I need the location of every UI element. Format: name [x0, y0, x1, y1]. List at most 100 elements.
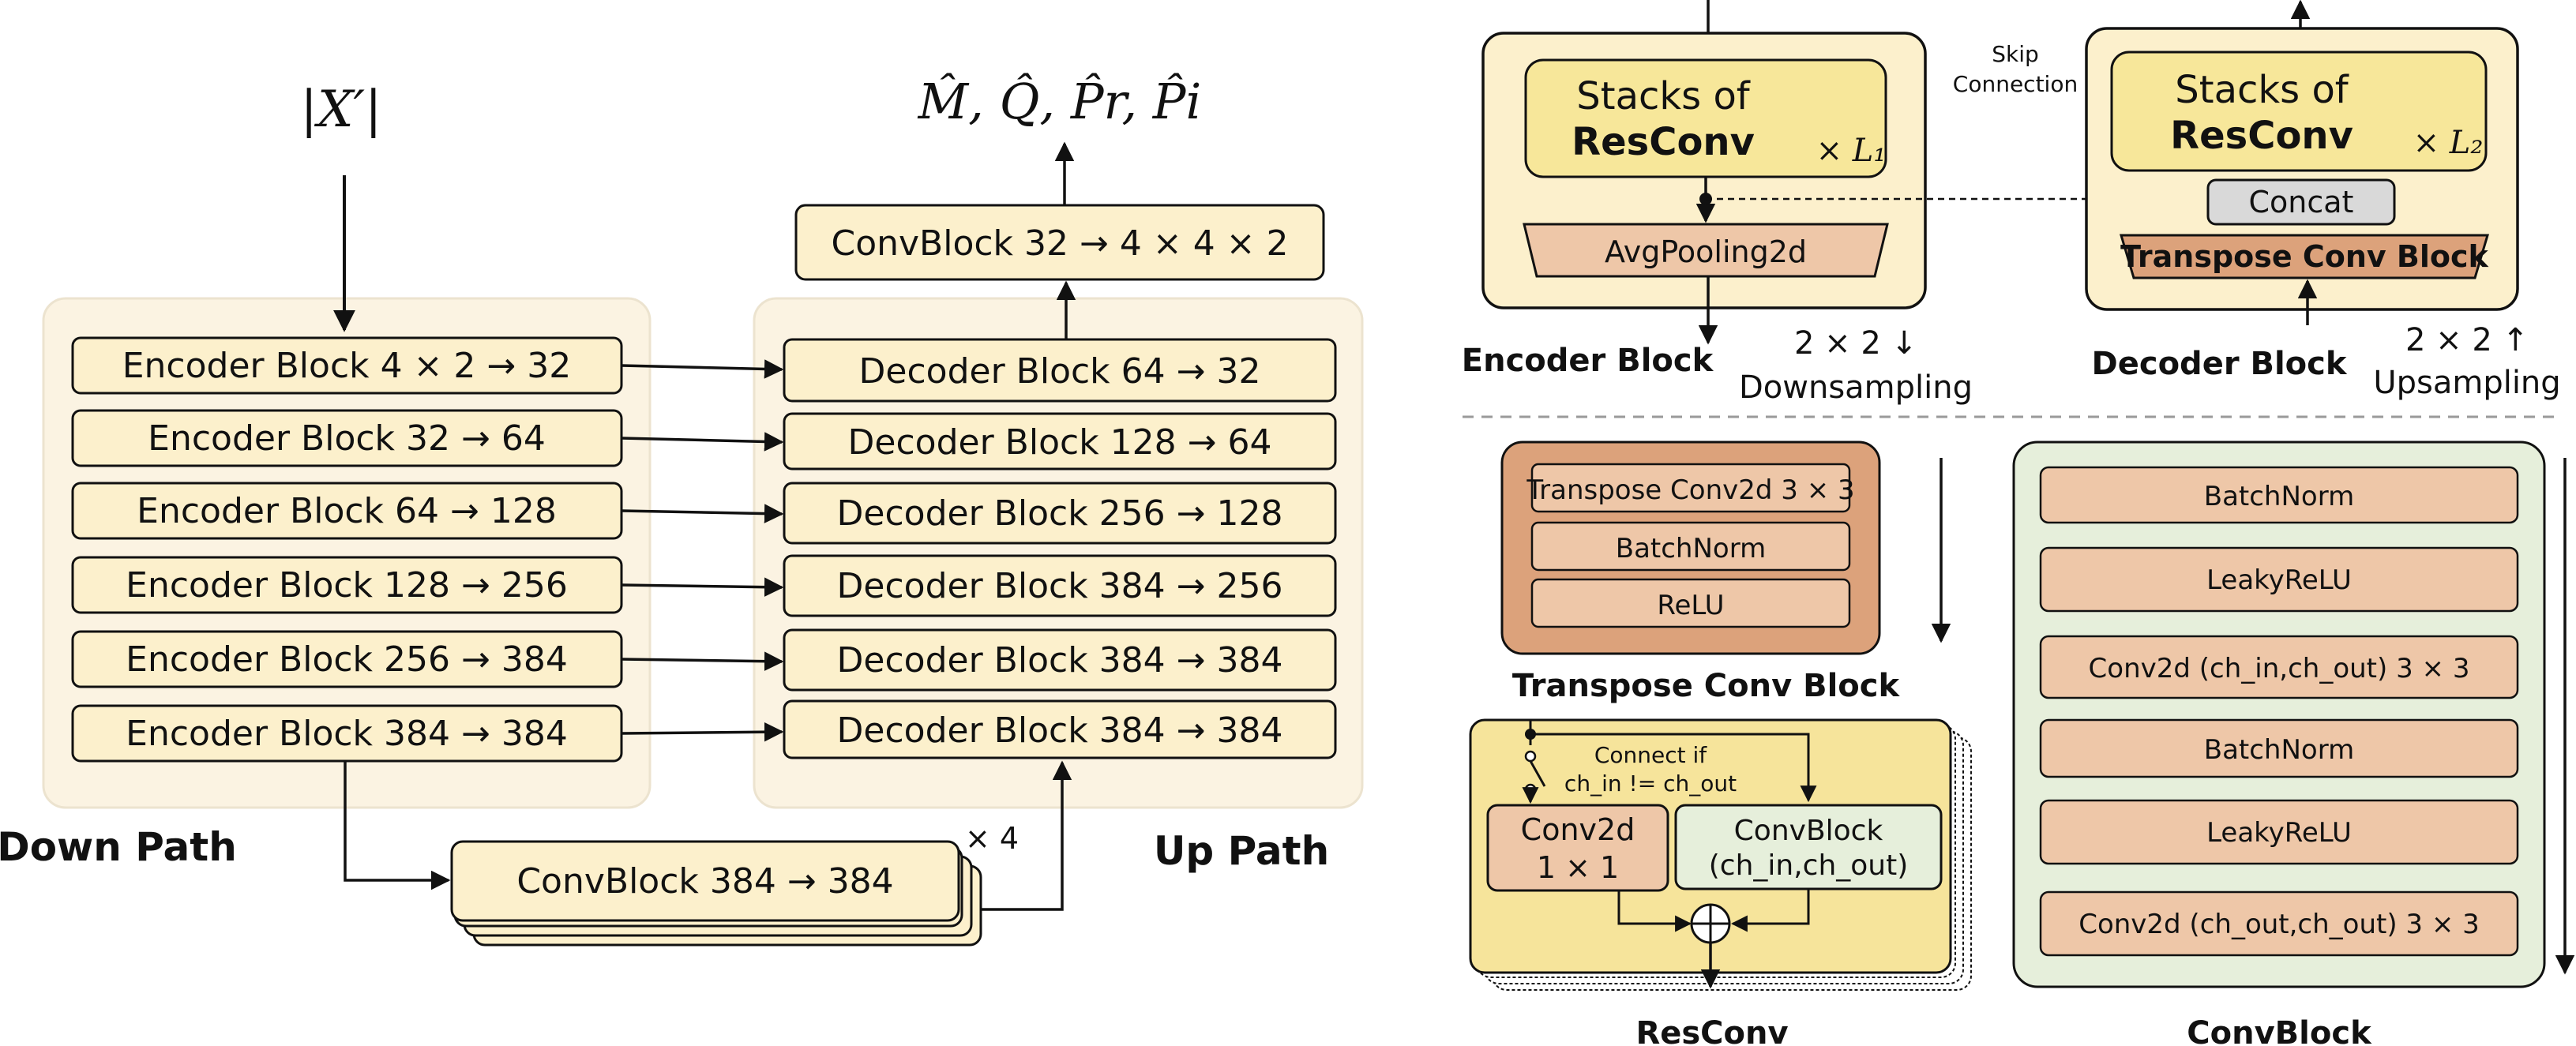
resconv-conv1x1 — [1486, 804, 1669, 892]
head-convblock — [794, 204, 1325, 281]
transpose-conv-detail: Transpose Conv2d 3 × 3 BatchNorm ReLU Tr… — [1500, 441, 1951, 704]
transpose-block-title: Transpose Conv Block — [1512, 668, 1901, 704]
convblock-layer-6 — [2039, 890, 2519, 957]
resconv-convblock-line1: ConvBlock — [1734, 815, 1883, 847]
resconv-conv1x1-line2: 1 × 1 — [1537, 850, 1619, 885]
connect-if-line2: ch_in != ch_out — [1564, 770, 1737, 797]
convblock-layer-6-label: Conv2d (ch_out,ch_out) 3 × 3 — [2078, 909, 2480, 940]
bottleneck-block — [450, 840, 960, 922]
overall-network: |X′| Encoder Block 4 × 2 → 32 Encoder Bl… — [0, 73, 1364, 947]
transpose-layer-3 — [1530, 578, 1851, 628]
decoder-stacks-line2: ResConv — [2170, 114, 2353, 158]
bottleneck-to-decoder-arrow — [981, 760, 1072, 911]
encoder-stacks-line2: ResConv — [1572, 120, 1755, 164]
concat-label: Concat — [2249, 185, 2354, 219]
convblock-layer-2-label: LeakyReLU — [2206, 564, 2352, 596]
connect-if-line1: Connect if — [1594, 742, 1707, 768]
encoder-block-title: Encoder Block — [1462, 343, 1714, 379]
decoder-block-4 — [783, 554, 1337, 617]
resconv-conv1x1-line1: Conv2d — [1521, 812, 1635, 847]
convblock-to-sum — [1730, 889, 1810, 932]
transpose-layer-2-label: BatchNorm — [1616, 533, 1766, 564]
avgpool-trapezoid — [1523, 223, 1889, 278]
convblock-layer-1 — [2039, 466, 2519, 524]
decoder-block-3 — [783, 482, 1337, 545]
switch-top-node — [1524, 750, 1537, 763]
encoder-stacks-repeat: × L₁ — [1816, 133, 1887, 169]
convblock-layer-3 — [2039, 635, 2519, 699]
downsampling-label: Downsampling — [1739, 369, 1973, 406]
resconv-to-convblock-path — [1530, 733, 1817, 803]
decoder-block-3-label: Decoder Block 256 → 128 — [837, 493, 1283, 534]
decoder-block-5-label: Decoder Block 384 → 384 — [837, 640, 1283, 680]
transpose-layer-2 — [1530, 521, 1851, 572]
transpose-conv-trapezoid — [2119, 234, 2490, 279]
skip-arrow-1 — [621, 359, 784, 379]
convblock-layer-1-label: BatchNorm — [2204, 481, 2354, 512]
encoder-block-1-label: Encoder Block 4 × 2 → 32 — [122, 346, 572, 386]
up-path-title: Up Path — [1154, 828, 1329, 874]
downsampling-factor: 2 × 2 ↓ — [1794, 325, 1917, 362]
bottleneck-repeat: × 4 — [965, 821, 1019, 856]
decoder-block-6 — [783, 699, 1337, 759]
encoder-block-3-label: Encoder Block 64 → 128 — [137, 491, 557, 531]
down-path-title: Down Path — [0, 824, 237, 870]
encoder-block-5-label: Encoder Block 256 → 384 — [126, 639, 568, 680]
skip-connection-line2: Connection — [1953, 71, 2078, 97]
bottleneck-label: ConvBlock 384 → 384 — [516, 861, 893, 902]
decoder-block-2 — [783, 412, 1337, 471]
bottleneck-stack: ConvBlock 384 → 384 × 4 — [450, 821, 1019, 947]
decoder-stacks-repeat: × L₂ — [2413, 125, 2484, 161]
encoder-block-6-label: Encoder Block 384 → 384 — [126, 714, 568, 754]
convblock-layer-4 — [2039, 718, 2519, 778]
convblock-layer-3-label: Conv2d (ch_in,ch_out) 3 × 3 — [2089, 653, 2470, 684]
decoder-resconv-stack — [2110, 51, 2488, 172]
skip-arrows — [621, 359, 784, 742]
decoder-block-1 — [783, 338, 1337, 403]
encoder-block-detail: Stacks of ResConv × L₁ AvgPooling2d Enco… — [1462, 0, 1973, 406]
switch-lever — [1529, 760, 1546, 787]
convblock-title: ConvBlock — [2187, 1015, 2372, 1046]
convblock-layer-5 — [2039, 799, 2519, 865]
convblock-layer-2 — [2039, 546, 2519, 613]
concat-box — [2206, 178, 2396, 226]
resconv-title: ResConv — [1635, 1015, 1788, 1046]
transpose-layer-3-label: ReLU — [1657, 590, 1724, 621]
transpose-layer-1 — [1530, 463, 1851, 513]
decoder-block-6-label: Decoder Block 384 → 384 — [837, 710, 1283, 751]
transpose-conv-label: Transpose Conv Block — [2120, 239, 2488, 274]
skip-arrow-5 — [621, 651, 784, 671]
convblock-layer-5-label: LeakyReLU — [2206, 817, 2352, 849]
decoder-stacks-line1: Stacks of — [2175, 68, 2349, 112]
upsampling-factor: 2 × 2 ↑ — [2405, 322, 2529, 358]
skip-arrow-3 — [621, 504, 784, 523]
encoder-block-2-label: Encoder Block 32 → 64 — [148, 418, 546, 459]
switch-bottom-node — [1524, 783, 1537, 796]
decoder-block-5 — [783, 628, 1337, 692]
decoder-block-2-label: Decoder Block 128 → 64 — [848, 422, 1272, 463]
input-label: |X′| — [300, 81, 381, 139]
conv1x1-to-sum — [1617, 890, 1692, 932]
resconv-detail: Connect if ch_in != ch_out Conv2d 1 × 1 … — [1469, 718, 1972, 1046]
convblock-layer-4-label: BatchNorm — [2204, 734, 2354, 766]
resconv-convblock-line2: (ch_in,ch_out) — [1709, 849, 1909, 882]
encoder-to-bottleneck-arrow — [344, 761, 451, 890]
skip-arrow-6 — [621, 722, 784, 742]
decoder-block-1-label: Decoder Block 64 → 32 — [859, 351, 1261, 392]
transpose-layer-1-label: Transpose Conv2d 3 × 3 — [1526, 474, 1854, 506]
encoder-block-4-label: Encoder Block 128 → 256 — [126, 565, 568, 605]
decoder-block-4-label: Decoder Block 384 → 256 — [837, 566, 1283, 606]
output-label: M̂, Q̂, P̂r, P̂i — [918, 73, 1202, 130]
skip-arrow-2 — [621, 432, 784, 452]
encoder-column: Encoder Block 4 × 2 → 32 Encoder Block 3… — [71, 336, 623, 763]
decoder-block-title: Decoder Block — [2092, 346, 2348, 382]
avgpool-label: AvgPooling2d — [1605, 234, 1807, 269]
decoder-column: Decoder Block 64 → 32 Decoder Block 128 … — [783, 338, 1337, 759]
head-convblock-label: ConvBlock 32 → 4 × 4 × 2 — [831, 223, 1288, 264]
convblock-detail: BatchNorm LeakyReLU Conv2d (ch_in,ch_out… — [2012, 441, 2575, 1046]
upsampling-label: Upsampling — [2373, 365, 2560, 401]
skip-arrow-4 — [621, 577, 784, 597]
encoder-stacks-line1: Stacks of — [1576, 74, 1751, 118]
decoder-block-detail: Stacks of ResConv × L₂ Concat Transpose … — [2085, 0, 2561, 401]
